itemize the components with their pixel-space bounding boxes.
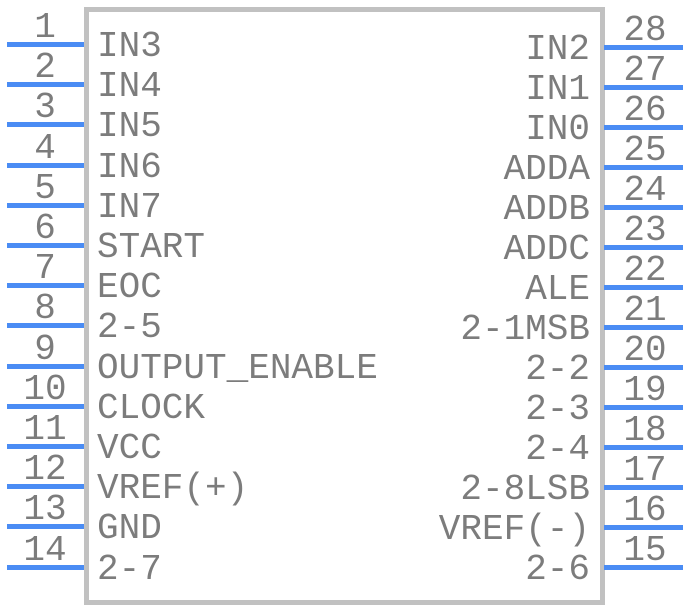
- pin-label: VCC: [97, 428, 162, 469]
- pin-number: 27: [623, 50, 667, 91]
- pin-number: 22: [623, 250, 667, 291]
- pin-line: [7, 363, 84, 369]
- pin-line: [604, 324, 683, 330]
- pin-number: 12: [23, 449, 67, 490]
- pin-line: [604, 124, 683, 130]
- pin-label: ALE: [525, 269, 590, 310]
- pin-line: [7, 322, 84, 328]
- pin-label: ADDA: [503, 149, 590, 190]
- pin-line: [7, 443, 84, 449]
- pin-label: 2-7: [97, 549, 162, 590]
- pin-number: 19: [623, 370, 667, 411]
- pin-label: IN6: [97, 147, 162, 188]
- pin-line: [604, 524, 683, 530]
- pin-number: 18: [623, 410, 667, 451]
- pin-line: [7, 282, 84, 288]
- pin-number: 28: [623, 10, 667, 51]
- pin-label: ADDC: [503, 229, 590, 270]
- pin-number: 8: [34, 288, 56, 329]
- pin-line: [7, 81, 84, 87]
- pin-label: 2-6: [525, 549, 590, 590]
- pin-label: 2-8LSB: [460, 469, 590, 510]
- pin-line: [7, 564, 84, 570]
- pin-line: [604, 84, 683, 90]
- pin-line: [604, 244, 683, 250]
- pin-number: 2: [34, 47, 56, 88]
- pin-label: CLOCK: [97, 388, 206, 429]
- pin-number: 23: [623, 210, 667, 251]
- pin-number: 11: [23, 409, 67, 450]
- pin-number: 21: [623, 290, 667, 331]
- pin-number: 13: [23, 489, 67, 530]
- pin-label: OUTPUT_ENABLE: [97, 348, 378, 389]
- pin-label: VREF(+): [97, 468, 249, 509]
- pin-line: [604, 484, 683, 490]
- pin-label: IN4: [97, 66, 162, 107]
- pin-label: VREF(-): [438, 509, 590, 550]
- pin-line: [604, 284, 683, 290]
- pin-line: [7, 483, 84, 489]
- pin-number: 6: [34, 208, 56, 249]
- pin-label: IN7: [97, 187, 162, 228]
- pin-number: 15: [623, 530, 667, 571]
- pin-number: 7: [34, 248, 56, 289]
- pin-number: 14: [23, 530, 67, 571]
- pin-label: 2-3: [525, 389, 590, 430]
- pin-line: [604, 364, 683, 370]
- pin-label: 2-5: [97, 307, 162, 348]
- pin-label: IN1: [525, 69, 590, 110]
- pin-number: 26: [623, 90, 667, 131]
- pin-label: IN3: [97, 26, 162, 67]
- pin-number: 25: [623, 130, 667, 171]
- pin-line: [7, 41, 84, 47]
- pin-label: ADDB: [503, 189, 590, 230]
- pin-line: [7, 403, 84, 409]
- pin-number: 1: [34, 7, 56, 48]
- pin-number: 3: [34, 87, 56, 128]
- pin-label: GND: [97, 508, 162, 549]
- pin-number: 5: [34, 168, 56, 209]
- pin-line: [7, 523, 84, 529]
- pin-line: [604, 444, 683, 450]
- pin-label: IN5: [97, 106, 162, 147]
- pin-label: 2-2: [525, 349, 590, 390]
- pin-line: [7, 202, 84, 208]
- pin-line: [7, 242, 84, 248]
- pin-line: [604, 404, 683, 410]
- pin-label: IN0: [525, 109, 590, 150]
- pin-number: 24: [623, 170, 667, 211]
- pin-line: [7, 121, 84, 127]
- pin-label: 2-4: [525, 429, 590, 470]
- pin-label: IN2: [525, 29, 590, 70]
- pin-line: [7, 162, 84, 168]
- pin-line: [604, 164, 683, 170]
- pin-number: 4: [34, 128, 56, 169]
- pin-label: START: [97, 227, 206, 268]
- pin-label: 2-1MSB: [460, 309, 590, 350]
- pin-line: [604, 44, 683, 50]
- pin-number: 9: [34, 329, 56, 370]
- chip-body: [84, 7, 605, 605]
- pin-number: 20: [623, 330, 667, 371]
- pin-number: 17: [623, 450, 667, 491]
- pin-line: [604, 564, 683, 570]
- pin-number: 10: [23, 369, 67, 410]
- pin-label: EOC: [97, 267, 162, 308]
- pin-number: 16: [623, 490, 667, 531]
- pin-line: [604, 204, 683, 210]
